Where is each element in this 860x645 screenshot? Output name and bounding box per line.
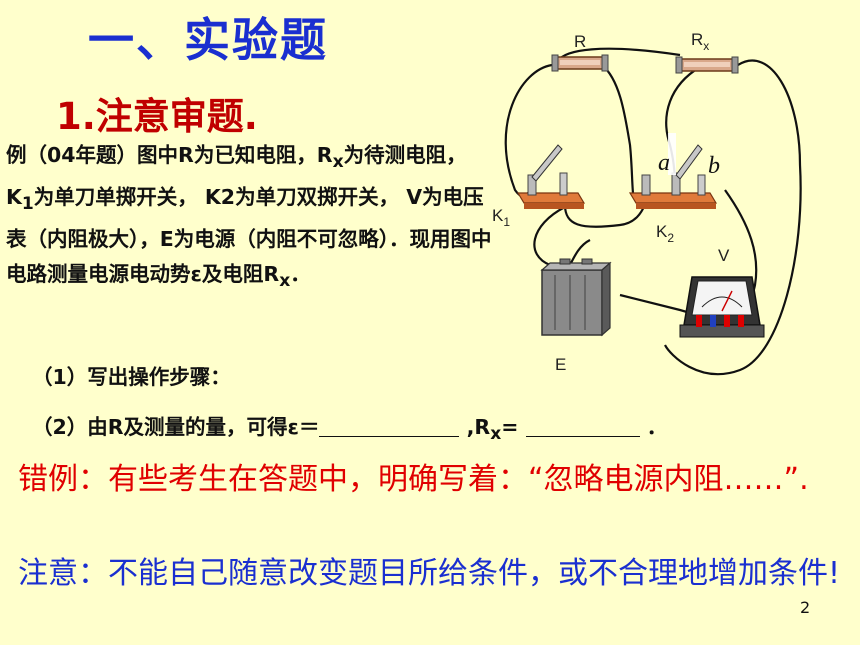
label-b: b — [708, 153, 720, 179]
problem-sub-3: x — [279, 271, 291, 292]
page-title: 一、实验题 — [88, 13, 328, 67]
label-k1-sub: 1 — [503, 215, 510, 229]
problem-text-1: 例（04年题）图中R为已知电阻，R — [6, 143, 333, 167]
svg-text:K1: K1 — [492, 206, 510, 229]
resistor-rx: Rx — [675, 30, 739, 74]
section-subtitle: 1.注意审题. — [56, 95, 258, 138]
switch-k2: a b K2 — [628, 133, 720, 245]
label-rx: R — [691, 30, 703, 49]
circuit-diagram: R Rx K1 a b K2 E — [492, 30, 802, 376]
problem-text-4: ． — [290, 262, 311, 287]
step2-text-c: = — [501, 415, 519, 439]
label-r: R — [574, 32, 586, 51]
problem-sub-2: 1 — [21, 194, 34, 215]
question-step-2: （2）由R及测量的量，可得ε＝ ,Rx= ． — [32, 410, 667, 444]
problem-sub-1: x — [332, 152, 344, 173]
problem-text-3: 为单刀单掷开关， K2为单刀双掷开关， V为电压表（内阻极大），E为电源（内阻不… — [6, 185, 492, 287]
step2-text-a: （2）由R及测量的量，可得ε＝ — [32, 415, 320, 439]
step2-text-d: ． — [646, 415, 668, 439]
wrong-example: 错例：有些考生在答题中，明确写着：“忽略电源内阻……”. — [18, 462, 809, 497]
page-number: 2 — [800, 598, 811, 617]
attention-note: 注意：不能自己随意改变题目所给条件，或不合理地增加条件! — [18, 556, 841, 591]
label-v: V — [718, 246, 730, 265]
problem-statement: 例（04年题）图中R为已知电阻，Rx为待测电阻，K1为单刀单掷开关， K2为单刀… — [6, 138, 492, 299]
emf-answer-blank — [319, 416, 460, 437]
label-a: a — [658, 150, 670, 176]
label-k2: K — [656, 222, 668, 241]
step2-text-b: ,R — [466, 415, 491, 439]
question-step-1: （1）写出操作步骤： — [32, 365, 231, 389]
problem-text-2: 为待测电阻，K — [6, 143, 467, 210]
switch-k1: K1 — [492, 144, 586, 229]
label-e: E — [555, 355, 566, 374]
label-k2-sub: 2 — [667, 231, 674, 245]
rx-answer-blank — [525, 416, 640, 437]
label-k1: K — [492, 206, 504, 225]
label-rx-sub: x — [703, 39, 709, 53]
battery-e: E — [540, 258, 612, 374]
step2-sub: x — [490, 424, 502, 445]
svg-text:Rx: Rx — [691, 30, 709, 53]
svg-text:K2: K2 — [656, 222, 674, 245]
resistor-r: R — [551, 32, 609, 72]
voltmeter-v: V — [679, 246, 765, 338]
